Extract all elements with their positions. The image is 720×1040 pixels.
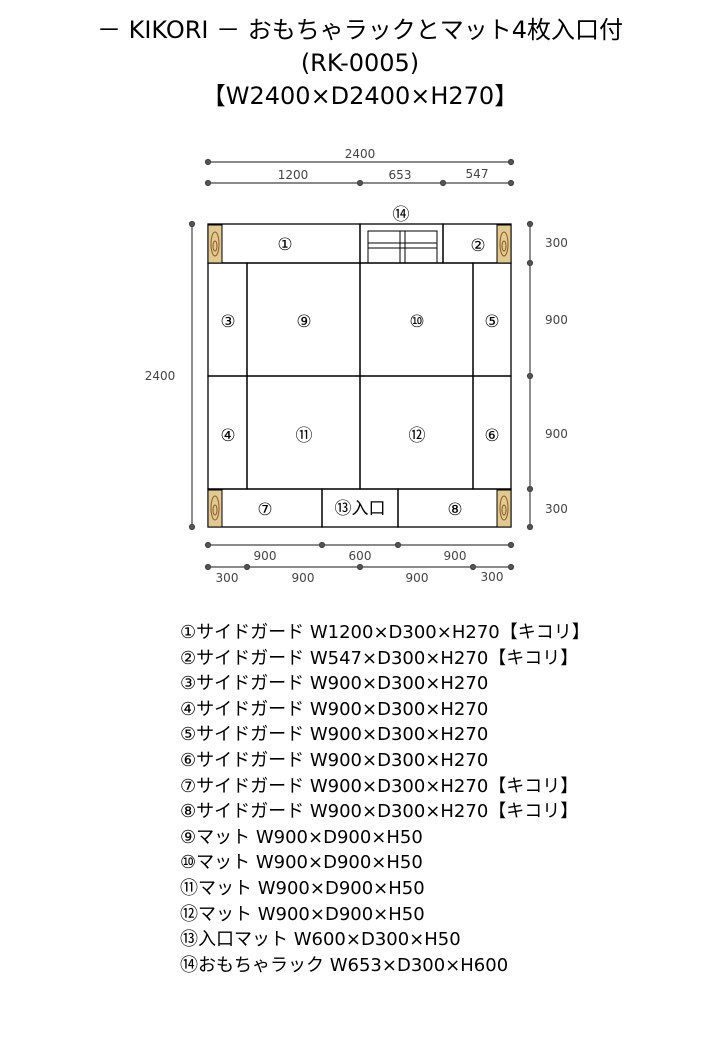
dim-bottom-900b: 900 <box>444 549 467 563</box>
dim-top-1200: 1200 <box>278 168 309 182</box>
label-part-3: ③ <box>220 312 235 332</box>
title-dimensions: 【W2400×D2400×H270】 <box>201 82 519 110</box>
list-item: ⑤サイドガード W900×D300×H270 <box>180 724 489 746</box>
label-part-8: ⑧ <box>447 500 462 520</box>
dim-bottom2-900b: 900 <box>406 571 429 585</box>
label-part-12: ⑫ <box>409 426 426 446</box>
list-item: ⑦サイドガード W900×D300×H270【キコリ】 <box>180 775 579 797</box>
list-item: ⑭おもちゃラック W653×D300×H600 <box>180 954 509 976</box>
list-item: ⑧サイドガード W900×D300×H270【キコリ】 <box>180 801 579 823</box>
dim-bottom2-300b: 300 <box>481 570 504 584</box>
dim-top-547: 547 <box>466 167 489 181</box>
dimension-lines <box>188 158 534 571</box>
dim-right-900a: 900 <box>545 313 568 327</box>
label-part-13: ⑬入口 <box>335 499 386 519</box>
wood-grain-blocks <box>207 224 512 528</box>
dim-bottom2-300a: 300 <box>216 571 239 585</box>
label-part-11: ⑪ <box>296 426 313 446</box>
list-item: ⑥サイドガード W900×D300×H270 <box>180 749 489 771</box>
label-part-14: ⑭ <box>393 205 410 225</box>
dim-right-300b: 300 <box>545 502 568 516</box>
list-item: ⑩マット W900×D900×H50 <box>180 852 423 874</box>
dim-left-total: 2400 <box>145 369 176 383</box>
dim-top-total: 2400 <box>345 147 376 161</box>
label-part-9: ⑨ <box>296 312 311 332</box>
list-item: ④サイドガード W900×D300×H270 <box>180 698 489 720</box>
list-item: ③サイドガード W900×D300×H270 <box>180 673 489 695</box>
dim-bottom-900a: 900 <box>254 549 277 563</box>
list-item: ⑬入口マット W600×D300×H50 <box>180 929 461 951</box>
list-item: ⑪マット W900×D900×H50 <box>180 877 425 899</box>
label-part-4: ④ <box>220 426 235 446</box>
label-part-5: ⑤ <box>484 312 499 332</box>
label-part-2: ② <box>470 236 485 256</box>
label-part-1: ① <box>277 235 292 255</box>
title-model-number: (RK-0005) <box>300 49 420 77</box>
list-item: ②サイドガード W547×D300×H270【キコリ】 <box>180 647 579 669</box>
dim-bottom2-900a: 900 <box>292 571 315 585</box>
label-part-7: ⑦ <box>257 500 272 520</box>
dim-right-900b: 900 <box>545 427 568 441</box>
list-item: ⑫マット W900×D900×H50 <box>180 903 425 925</box>
floor-plan-diagram: 2400 1200 653 547 2400 300 900 900 300 9… <box>145 147 568 585</box>
title-line-1: － KIKORI － おもちゃラックとマット4枚入口付 <box>96 16 624 44</box>
dim-right-300a: 300 <box>545 236 568 250</box>
label-part-6: ⑥ <box>484 426 499 446</box>
dim-top-653: 653 <box>389 168 412 182</box>
parts-list: ①サイドガード W1200×D300×H270【キコリ】 ②サイドガード W54… <box>180 620 590 978</box>
list-item: ⑨マット W900×D900×H50 <box>180 826 423 848</box>
dim-bottom-600: 600 <box>349 549 372 563</box>
label-part-10: ⑩ <box>409 312 424 332</box>
list-item: ①サイドガード W1200×D300×H270【キコリ】 <box>180 622 590 643</box>
